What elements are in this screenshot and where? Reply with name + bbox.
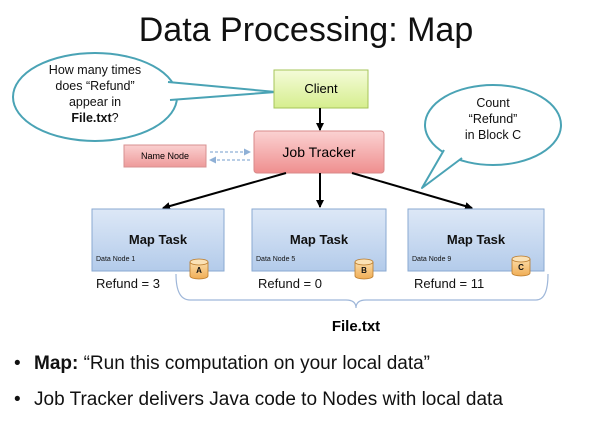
map-task-title-2: Map Task bbox=[289, 232, 349, 247]
slide-title: Data Processing: Map bbox=[138, 11, 474, 49]
refund-result-1: Refund = 3 bbox=[96, 276, 160, 291]
bullet-job-tracker-text: Job Tracker delivers Java code to Nodes … bbox=[34, 389, 503, 410]
refund-result-3: Refund = 11 bbox=[414, 276, 485, 291]
bullet-map-term: Map: bbox=[34, 353, 79, 374]
data-node-label-1: Data Node 1 bbox=[96, 256, 136, 263]
name-node-box bbox=[123, 144, 207, 168]
question-line-4: File.txt? bbox=[30, 110, 160, 126]
question-file-name: File.txt bbox=[71, 111, 112, 125]
disk-icon-c bbox=[511, 255, 531, 277]
job-tracker-to-map-task-1-arrow bbox=[162, 172, 287, 210]
question-bubble-text: How many times does “Refund” appear in F… bbox=[30, 62, 160, 126]
name-node-label: Name Node bbox=[140, 151, 190, 161]
bullet-map: • Map: “Run this computation on your loca… bbox=[14, 352, 430, 376]
job-tracker-to-map-task-3-arrow bbox=[351, 172, 473, 210]
count-bubble-text: Count “Refund” in Block C bbox=[443, 95, 543, 143]
disk-icon-a bbox=[189, 258, 209, 280]
client-label: Client bbox=[304, 81, 338, 96]
bullet-dot: • bbox=[14, 353, 21, 374]
bullet-job-tracker: • Job Tracker delivers Java code to Nodes… bbox=[14, 388, 503, 412]
question-bubble bbox=[12, 52, 277, 142]
bullet-map-text: “Run this computation on your local data… bbox=[78, 353, 431, 374]
map-task-title-3: Map Task bbox=[446, 232, 506, 247]
count-line-2: “Refund” bbox=[468, 112, 518, 126]
file-label: File.txt bbox=[331, 318, 381, 335]
refund-result-2: Refund = 0 bbox=[258, 276, 322, 291]
block-label-b: B bbox=[361, 266, 367, 275]
question-mark: ? bbox=[111, 111, 119, 125]
client-box bbox=[273, 69, 369, 109]
block-label-a: A bbox=[196, 266, 202, 275]
question-line-1: How many times bbox=[48, 63, 142, 77]
question-line-2: does “Refund” bbox=[55, 79, 135, 93]
map-task-title-1: Map Task bbox=[128, 232, 188, 247]
count-bubble bbox=[421, 84, 562, 189]
block-label-c: C bbox=[518, 263, 524, 272]
question-line-3: appear in bbox=[68, 95, 122, 109]
bullet-dot: • bbox=[14, 389, 21, 410]
count-line-3: in Block C bbox=[464, 128, 522, 142]
file-brace bbox=[175, 273, 549, 309]
data-node-label-2: Data Node 5 bbox=[256, 256, 296, 263]
disk-icon-b bbox=[354, 258, 374, 280]
job-tracker-label: Job Tracker bbox=[282, 144, 356, 160]
count-line-1: Count bbox=[476, 96, 510, 110]
data-node-label-3: Data Node 9 bbox=[412, 256, 452, 263]
